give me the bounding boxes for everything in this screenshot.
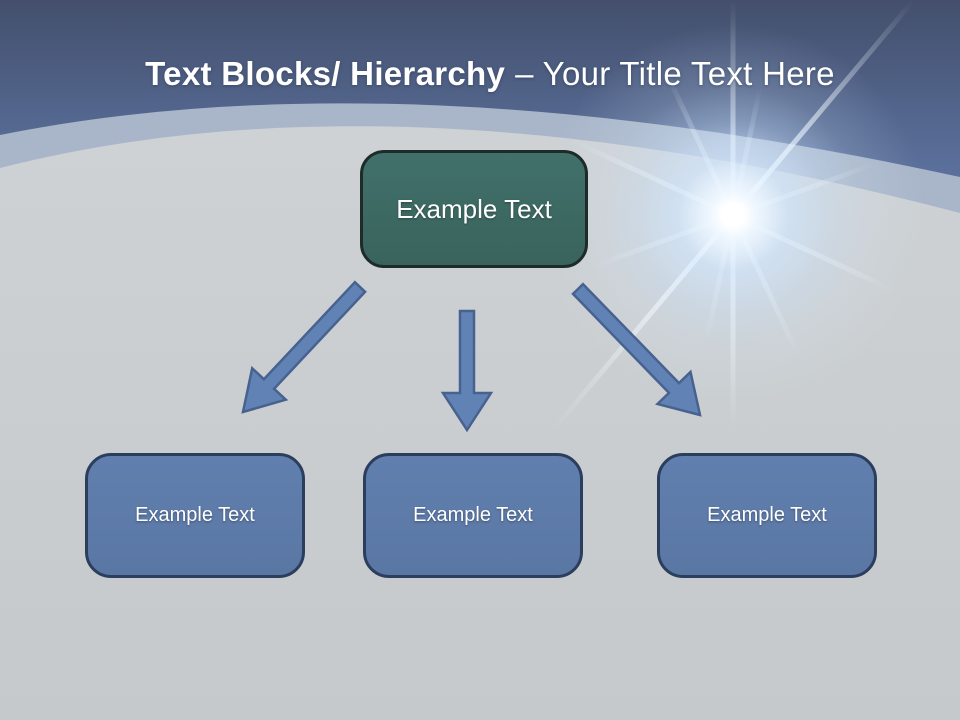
arrow-down-icon <box>440 309 494 433</box>
hierarchy-child-node-2: Example Text <box>363 453 583 578</box>
child-node-1-label: Example Text <box>135 504 255 526</box>
title-subtitle-text: – Your Title Text Here <box>515 55 835 92</box>
title-bold-text: Text Blocks/ Hierarchy <box>145 55 506 92</box>
hierarchy-root-node: Example Text <box>360 150 588 268</box>
arrow-down-left-icon <box>241 280 367 414</box>
child-node-2-label: Example Text <box>413 504 533 526</box>
root-node-label: Example Text <box>396 193 552 224</box>
child-node-3-label: Example Text <box>707 504 827 526</box>
arrow-down-right-icon <box>571 282 702 417</box>
hierarchy-child-node-1: Example Text <box>85 453 305 578</box>
page-title: Text Blocks/ Hierarchy– Your Title Text … <box>0 52 960 96</box>
hierarchy-child-node-3: Example Text <box>657 453 877 578</box>
